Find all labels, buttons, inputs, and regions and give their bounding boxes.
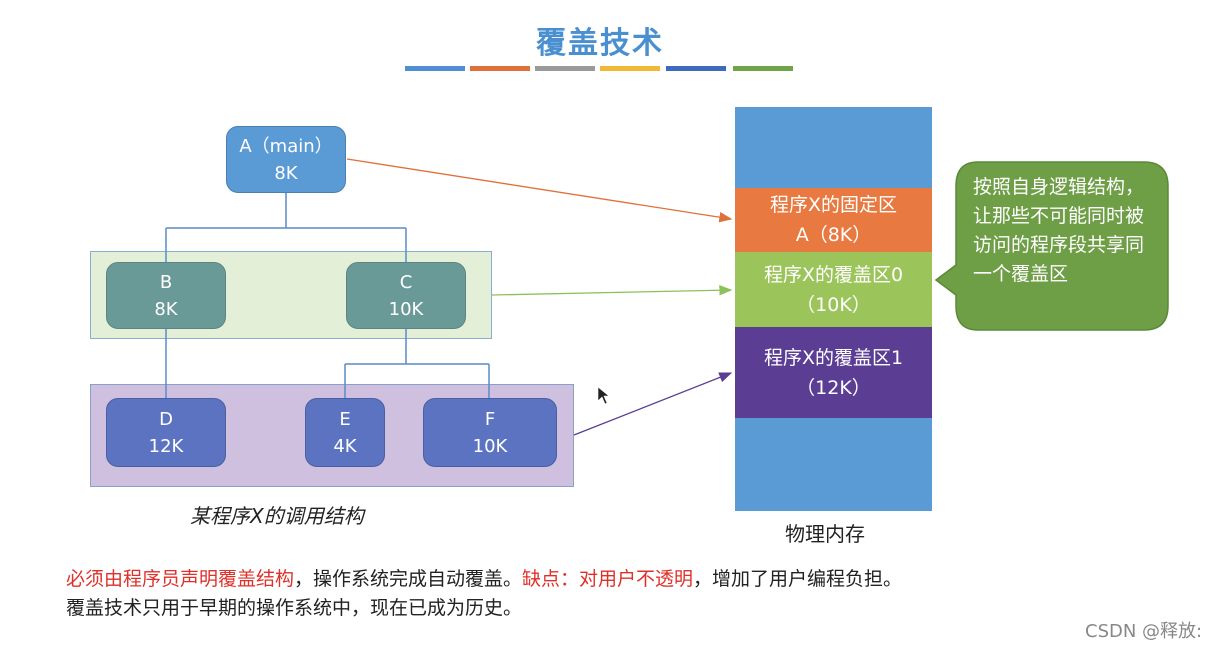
edge-c-ef: [344, 329, 490, 398]
node-b: B 8K: [106, 262, 226, 329]
memory-bottom-free: [735, 418, 932, 511]
callout-bubble: [934, 161, 1169, 331]
node-d: D 12K: [106, 398, 226, 467]
note-red-b: 缺点：对用户不透明: [522, 568, 694, 590]
node-c: C 10K: [346, 262, 466, 329]
memory-caption: 物理内存: [785, 522, 865, 546]
arrow-bc-to-overlay0: [491, 285, 733, 296]
memory-overlay0-line2: （10K）: [796, 293, 871, 316]
title-bar-6: [733, 66, 793, 71]
node-a: A（main） 8K: [226, 126, 346, 193]
memory-overlay-0: 程序X的覆盖区0 （10K）: [735, 252, 932, 327]
node-a-name: A（main）: [239, 135, 333, 157]
arrow-a-to-fixed: [346, 158, 733, 223]
node-f-size: 10K: [472, 435, 508, 457]
note-black-a: ，操作系统完成自动覆盖。: [294, 568, 523, 590]
node-c-size: 10K: [388, 298, 424, 320]
title-bar-5: [666, 66, 726, 71]
page-title: 覆盖技术: [536, 26, 664, 61]
node-d-name: D: [159, 408, 173, 430]
note-line-2: 覆盖技术只用于早期的操作系统中，现在已成为历史。: [66, 597, 523, 619]
note-black-b: ，增加了用户编程负担。: [693, 568, 903, 590]
title-bar-3: [535, 66, 595, 71]
memory-overlay1-line2: （12K）: [796, 376, 871, 399]
memory-top-free: [735, 107, 932, 188]
note-line-1: 必须由程序员声明覆盖结构，操作系统完成自动覆盖。缺点：对用户不透明，增加了用户编…: [66, 565, 902, 593]
title-bar-4: [600, 66, 660, 71]
title-bar-2: [470, 66, 530, 71]
memory-fixed-line2: A（8K）: [795, 224, 872, 246]
node-a-size: 8K: [274, 162, 298, 184]
csdn-watermark: CSDN @释放:: [1085, 621, 1203, 642]
node-f: F 10K: [423, 398, 557, 467]
edge-a-bc: [165, 193, 407, 262]
node-b-size: 8K: [154, 298, 178, 320]
node-c-name: C: [399, 271, 413, 293]
memory-fixed-area: 程序X的固定区 A（8K）: [735, 188, 932, 252]
node-e: E 4K: [305, 398, 385, 467]
node-d-size: 12K: [148, 435, 184, 457]
memory-overlay0-line1: 程序X的覆盖区0: [763, 263, 904, 286]
mouse-cursor-icon: [597, 386, 610, 405]
node-e-size: 4K: [333, 435, 357, 457]
node-f-name: F: [484, 408, 496, 430]
memory-fixed-line1: 程序X的固定区: [769, 194, 898, 216]
node-b-name: B: [159, 271, 173, 293]
memory-overlay1-line1: 程序X的覆盖区1: [763, 346, 904, 369]
tree-caption: 某程序X的调用结构: [190, 504, 364, 528]
callout-text: 按照自身逻辑结构，让那些不可能同时被访问的程序段共享同一个覆盖区: [973, 176, 1145, 285]
title-bar-1: [405, 66, 465, 71]
memory-overlay-1: 程序X的覆盖区1 （12K）: [735, 327, 932, 418]
node-e-name: E: [339, 408, 351, 430]
arrow-def-to-overlay1: [573, 372, 733, 436]
note-red-a: 必须由程序员声明覆盖结构: [66, 568, 295, 590]
